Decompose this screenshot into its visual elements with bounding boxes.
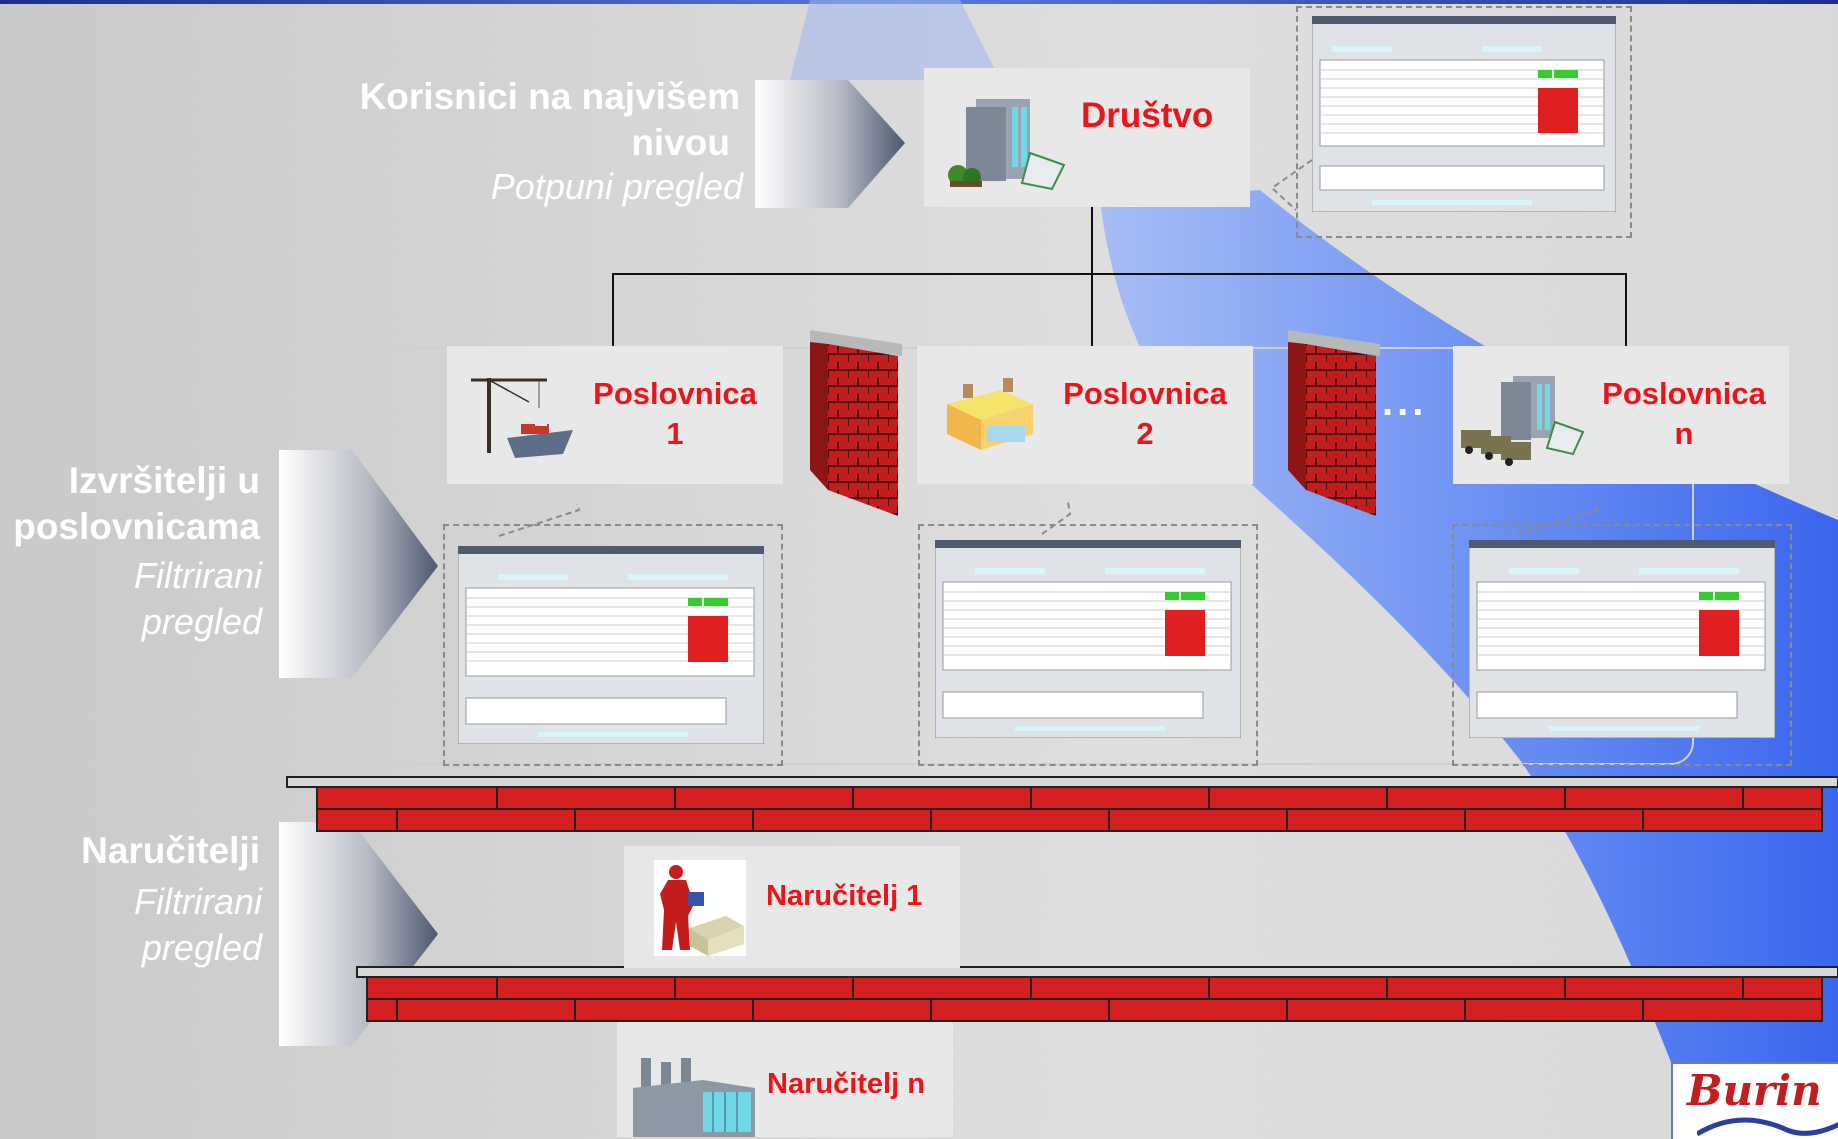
callout-pointer (1270, 159, 1313, 211)
client-level-subtitle-line2: pregled (141, 927, 262, 968)
branch-n-label-line1: Poslovnica (1602, 376, 1766, 411)
branch-2-label-line1: Poslovnica (1063, 376, 1227, 411)
company-view-preview (1270, 6, 1632, 238)
branch-2-label-line2: 2 (1136, 416, 1154, 451)
branch-2-node: Poslovnica 2 (917, 346, 1253, 484)
client-level-subtitle: Filtrirani pregled (0, 879, 262, 971)
branch-n-view-preview (1452, 501, 1792, 766)
brick-wall-icon (810, 330, 902, 516)
callout-pointer (498, 503, 581, 537)
full-report-thumbnail (1312, 16, 1616, 212)
filtered-report-thumbnail (458, 546, 764, 744)
branch-n-label-line2: n (1674, 416, 1694, 451)
top-level-subtitle: Potpuni pregled (490, 166, 743, 207)
branch-level-subtitle-line1: Filtrirani (133, 555, 262, 596)
top-level-title: Korisnici na najvišem nivou (300, 74, 740, 166)
top-level-title-line2: nivou (631, 122, 730, 163)
branch-2-label: Poslovnica 2 (1045, 374, 1245, 454)
client-1-node: Naručitelj 1 (624, 846, 960, 968)
brick-wall-lower (356, 966, 1838, 1022)
top-level-title-line1: Korisnici na najvišem (359, 76, 740, 117)
branch-1-view-preview (443, 503, 783, 766)
branch-2-view-preview (918, 501, 1258, 766)
client-n-label: Naručitelj n (767, 1068, 925, 1100)
branch-level-title-line2: poslovnicama (13, 506, 260, 547)
branch-1-label-line1: Poslovnica (593, 376, 757, 411)
company-node: Društvo (924, 68, 1250, 207)
company-label: Društvo (1081, 96, 1214, 135)
office-trucks-icon (1461, 376, 1585, 466)
logo-text: Burin (1687, 1066, 1822, 1115)
branch-level-subtitle-line2: pregled (141, 601, 262, 642)
branch-1-node: Poslovnica 1 (447, 346, 783, 484)
brick-wall-upper (286, 776, 1838, 832)
wave-icon (1697, 1117, 1838, 1137)
callout-pointer (1041, 501, 1072, 535)
branch-level-title-line1: Izvršitelji u (68, 460, 260, 501)
crane-ship-icon (471, 378, 573, 458)
client-1-label: Naručitelj 1 (766, 880, 923, 912)
client-level-subtitle-line1: Filtrirani (133, 881, 262, 922)
worker-box-icon (654, 860, 746, 956)
branch-1-label: Poslovnica 1 (577, 374, 773, 454)
filtered-report-thumbnail (935, 540, 1241, 738)
branch-1-label-line2: 1 (666, 416, 684, 451)
callout-pointer (1517, 501, 1600, 535)
client-level-title: Naručitelji (81, 830, 260, 871)
brick-wall-icon (1288, 330, 1380, 516)
client-n-node: Naručitelj n (617, 1022, 953, 1137)
branch-level-title: Izvršitelji u poslovnicama (0, 458, 260, 550)
factory-building-icon (947, 378, 1033, 450)
filtered-report-thumbnail (1469, 540, 1775, 738)
more-branches-ellipsis: ... (1382, 380, 1428, 424)
office-building-icon (948, 99, 1066, 191)
branch-n-node: Poslovnica n (1453, 346, 1789, 484)
burin-logo: Burin (1671, 1062, 1838, 1139)
branch-n-label: Poslovnica n (1585, 374, 1783, 454)
industrial-plant-icon (633, 1058, 755, 1137)
branch-level-subtitle: Filtrirani pregled (0, 553, 262, 645)
